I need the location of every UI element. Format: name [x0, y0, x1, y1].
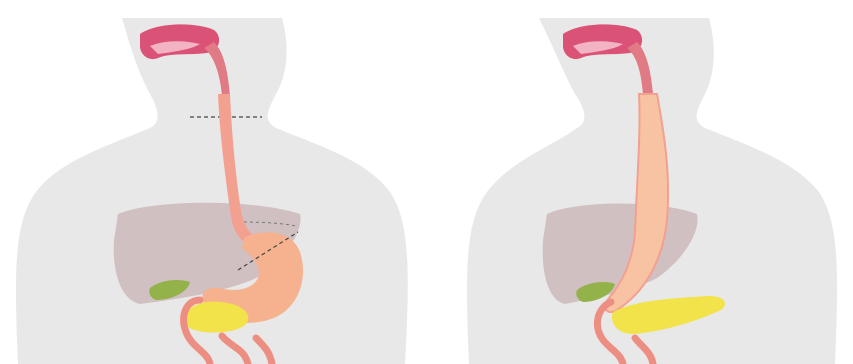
before-illustration — [0, 0, 425, 364]
panel-after — [425, 0, 853, 364]
after-illustration — [425, 0, 853, 364]
panel-before — [0, 0, 425, 364]
